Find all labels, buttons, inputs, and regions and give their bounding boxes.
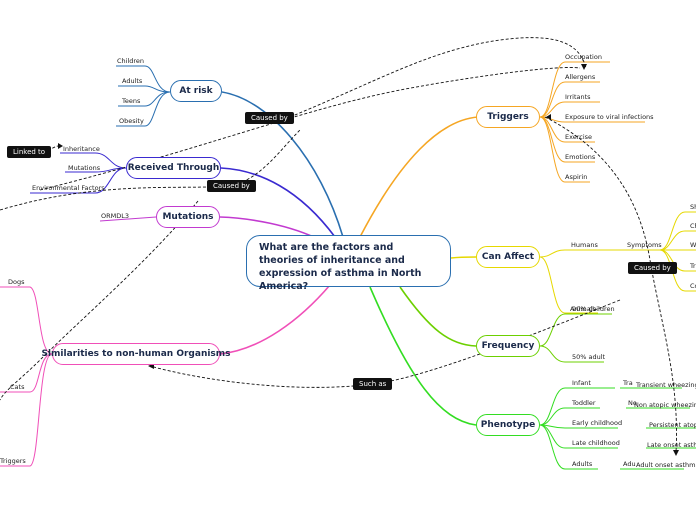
leaf-adults[interactable]: Adults [122, 77, 143, 85]
leaf-symptom-1[interactable]: Sh [690, 203, 696, 211]
leaf-teens[interactable]: Teens [122, 97, 141, 105]
leaf-toddler[interactable]: Toddler [572, 399, 596, 407]
leaf-children[interactable]: Children [117, 57, 145, 65]
leaf-90-children[interactable]: 90% children [572, 305, 615, 313]
branch-can-affect[interactable]: Can Affect [476, 246, 540, 268]
central-topic[interactable]: What are the factors and theories of inh… [246, 235, 451, 292]
leaf-viral-infections[interactable]: Exposure to viral infections [565, 113, 654, 121]
connector-triggers [359, 116, 479, 238]
leaf-aspirin[interactable]: Aspirin [565, 173, 588, 181]
leaf-irritants[interactable]: Irritants [565, 93, 591, 101]
leaf-prefix-adu: Adu [623, 460, 636, 468]
leaf-late-onset-asthma[interactable]: Late onset asthma [647, 441, 696, 449]
branch-mutations[interactable]: Mutations [156, 206, 220, 228]
leaf-cats[interactable]: Cats [10, 383, 25, 391]
leaf-early-childhood[interactable]: Early childhood [572, 419, 623, 427]
leaf-symptom-4[interactable]: Tr [690, 262, 696, 270]
leaf-exercise[interactable]: Exercise [565, 133, 593, 141]
relation-such-as [149, 299, 621, 388]
leaf-emotions[interactable]: Emotions [565, 153, 596, 161]
tag-caused-by-2[interactable]: Caused by [207, 180, 256, 192]
leaf-symptom-5[interactable]: Co [690, 282, 696, 290]
connector-similarities [219, 284, 331, 355]
relation-caused-by-occupation [289, 37, 587, 118]
tag-such-as[interactable]: Such as [353, 378, 393, 390]
leaf-symptom-2[interactable]: Ch [690, 222, 696, 230]
leaf-infant[interactable]: Infant [572, 379, 591, 387]
branch-received-through[interactable]: Received Through [126, 157, 221, 179]
leaf-humans[interactable]: Humans [571, 241, 598, 249]
connector-received [220, 167, 336, 238]
leaf-animals[interactable]: Animals [570, 305, 596, 313]
leaf-prefix-no: No [628, 399, 637, 407]
leaf-adults-stage[interactable]: Adults [572, 460, 593, 468]
connector-phenotype [369, 286, 477, 426]
tag-caused-by-3[interactable]: Caused by [628, 262, 677, 274]
leaf-inheritance[interactable]: Inheritance [63, 145, 100, 153]
connector-can-affect [450, 256, 477, 259]
leaf-obesity[interactable]: Obesity [119, 117, 144, 125]
relation-mutations-similarities [0, 200, 199, 401]
relation-caused-by-3 [544, 116, 677, 453]
branch-frequency[interactable]: Frequency [476, 335, 540, 357]
tag-linked-to[interactable]: Linked to [7, 146, 52, 158]
leaf-occupation[interactable]: Occupation [565, 53, 602, 61]
branch-similarities[interactable]: Similarities to non-human Organisms [41, 343, 231, 365]
leaf-adult-onset-asthma[interactable]: Adult onset asthma [636, 461, 696, 469]
leaf-similarity-triggers[interactable]: Triggers [0, 457, 26, 465]
leaf-persistent-atopic[interactable]: Persistent atopic [649, 421, 696, 429]
leaf-environmental-factors[interactable]: Environmental Factors [32, 184, 105, 192]
leaf-mutations[interactable]: Mutations [68, 164, 101, 172]
leaf-dogs[interactable]: Dogs [8, 278, 25, 286]
leaf-non-atopic-wheezing[interactable]: Non atopic wheezing [634, 401, 696, 409]
leaf-symptoms[interactable]: Symptoms [627, 241, 662, 249]
branch-at-risk[interactable]: At risk [170, 80, 222, 102]
tag-caused-by-1[interactable]: Caused by [245, 112, 294, 124]
connector-frequency [399, 286, 477, 347]
leaf-ormdl3[interactable]: ORMDL3 [101, 212, 130, 220]
branch-triggers[interactable]: Triggers [476, 106, 540, 128]
leaf-50-adult[interactable]: 50% adult [572, 353, 606, 361]
branch-phenotype[interactable]: Phenotype [476, 414, 540, 436]
leaf-prefix-tra: Tra [623, 379, 633, 387]
leaf-transient-wheezing[interactable]: Transient wheezing [636, 381, 696, 389]
leaf-allergens[interactable]: Allergens [565, 73, 596, 81]
leaf-late-childhood[interactable]: Late childhood [572, 439, 620, 447]
leaf-symptom-3[interactable]: W [690, 241, 696, 249]
